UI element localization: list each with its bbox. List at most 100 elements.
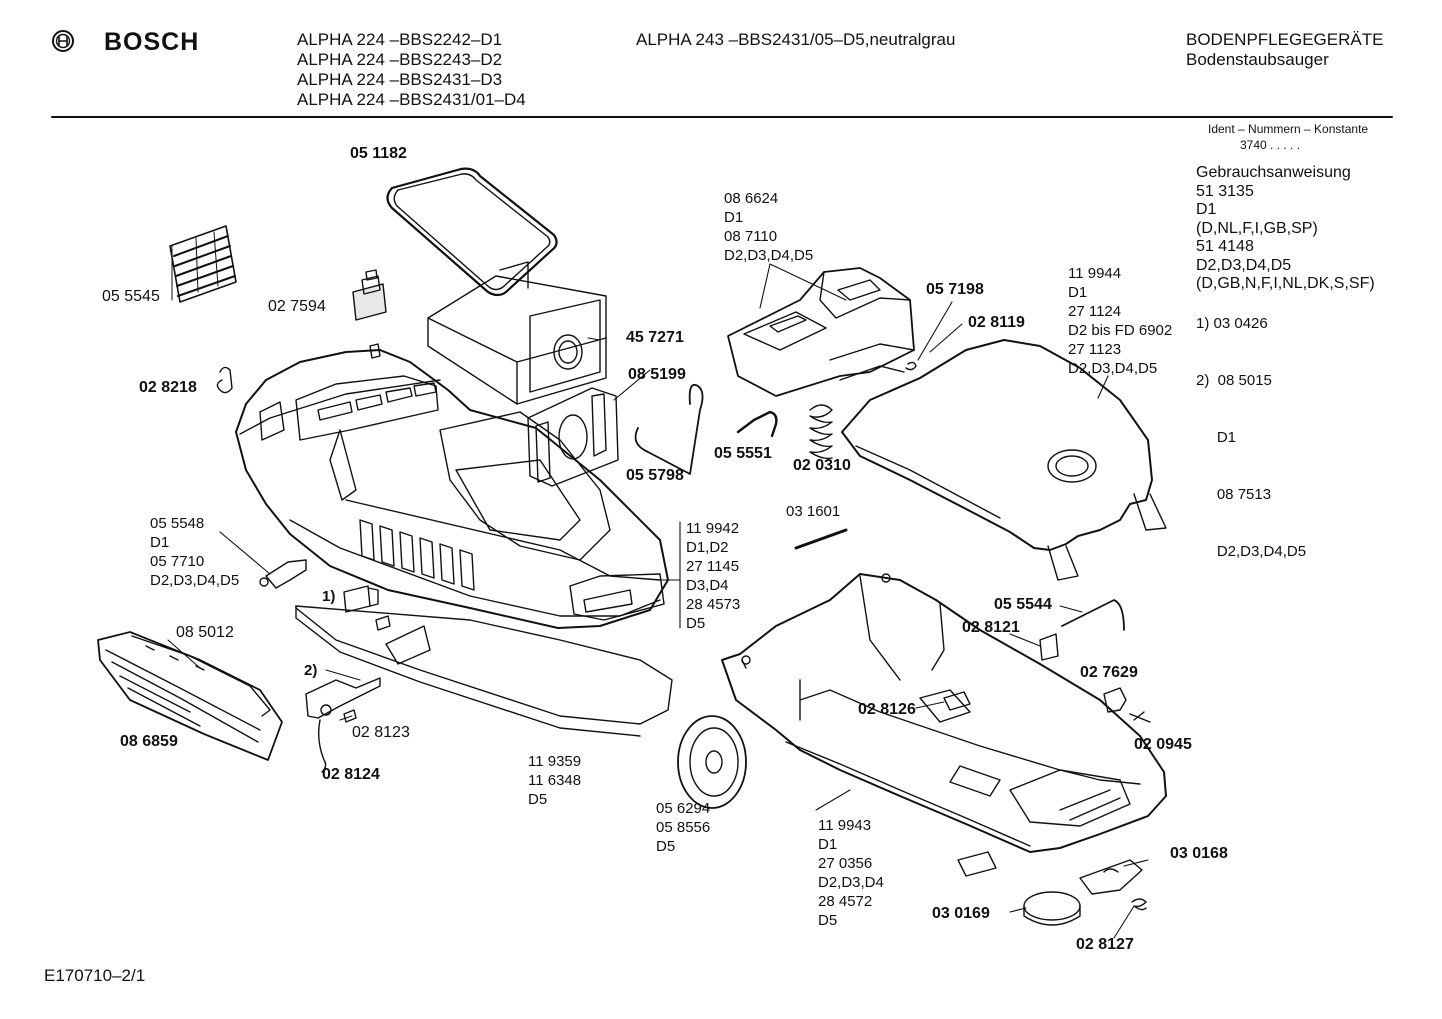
clip-8121-part bbox=[1039, 633, 1059, 661]
part-label: 11 6348 bbox=[528, 772, 582, 789]
category-block: BODENPFLEGEGERÄTE Bodenstaubsauger bbox=[1186, 30, 1383, 70]
clip-5551-part bbox=[736, 410, 778, 438]
part-1-component bbox=[343, 585, 391, 631]
part-label: D1 bbox=[150, 534, 170, 551]
hinge-part bbox=[259, 559, 307, 589]
footnote-line: D2,D3,D4,D5 bbox=[1196, 543, 1307, 560]
part-group-base: 11 9943 D1 27 0356 D2,D3,D4 28 4572 D5 bbox=[818, 816, 884, 930]
model-line: ALPHA 224 –BBS2431/01–D4 bbox=[297, 90, 526, 109]
part-2-bracket bbox=[305, 677, 381, 773]
model-line: ALPHA 224 –BBS2243–D2 bbox=[297, 50, 503, 69]
main-housing-part bbox=[235, 343, 669, 629]
leader-lines bbox=[167, 263, 1149, 939]
category-title: BODENPFLEGEGERÄTE bbox=[1186, 30, 1384, 49]
part-label: D5 bbox=[686, 615, 706, 632]
info-line: 51 4148 bbox=[1196, 238, 1254, 255]
part-label: 02 0310 bbox=[793, 457, 851, 474]
front-panel-part bbox=[97, 631, 283, 761]
base-tray-part bbox=[721, 573, 1167, 853]
part-label: D1 bbox=[724, 209, 744, 226]
info-line: Gebrauchsanweisung bbox=[1196, 164, 1351, 181]
part-label: 02 0945 bbox=[1134, 736, 1192, 753]
part-label: 05 1182 bbox=[350, 145, 407, 162]
clip-8218-part bbox=[216, 366, 233, 394]
part-label: 05 7198 bbox=[926, 281, 984, 298]
drawing-code: E170710–2/1 bbox=[44, 966, 146, 985]
part-label: D2 bis FD 6902 bbox=[1068, 322, 1173, 339]
part-label: D3,D4 bbox=[686, 577, 729, 594]
part-label: 05 5544 bbox=[994, 596, 1052, 613]
bumper-strip-part bbox=[295, 605, 673, 737]
part-label: 11 9944 bbox=[1068, 265, 1122, 282]
part-label: 02 7629 bbox=[1080, 664, 1138, 681]
part-group-body: 11 9942 D1,D2 27 1145 D3,D4 28 4573 D5 bbox=[686, 519, 740, 633]
wheel-part bbox=[677, 715, 747, 809]
part-label: 02 8121 bbox=[962, 619, 1020, 636]
brand-name: BOSCH bbox=[104, 28, 200, 56]
part-label: 05 5545 bbox=[102, 288, 160, 305]
part-label: D2,D3,D4,D5 bbox=[150, 572, 240, 589]
part-label: 08 5199 bbox=[628, 366, 686, 383]
info-line: D1 bbox=[1196, 201, 1217, 218]
part-label: 45 7271 bbox=[626, 329, 684, 346]
footnote-1: 1) 03 0426 bbox=[1196, 315, 1268, 332]
part-label: 02 8119 bbox=[968, 314, 1025, 331]
part-label: 11 9942 bbox=[686, 520, 740, 537]
info-line: D2,D3,D4,D5 bbox=[1196, 256, 1292, 274]
clip-8123-part bbox=[343, 709, 357, 723]
part-label: D2,D3,D4 bbox=[818, 874, 884, 891]
part-label: 02 8124 bbox=[322, 766, 380, 783]
part-label: 05 6294 bbox=[656, 800, 711, 817]
part-label: 08 5012 bbox=[176, 624, 234, 641]
contact-0945-part bbox=[1129, 711, 1151, 723]
part-label: 03 0169 bbox=[932, 905, 990, 922]
spring-part bbox=[809, 404, 833, 460]
part-label: 27 1145 bbox=[686, 558, 740, 575]
model-line: ALPHA 224 –BBS2242–D1 bbox=[297, 30, 503, 49]
part-8126-component bbox=[943, 691, 971, 711]
part-label: 27 1123 bbox=[1068, 341, 1122, 358]
category-subtitle: Bodenstaubsauger bbox=[1186, 50, 1329, 69]
bag-holder-wire-part bbox=[634, 383, 704, 475]
part-label: 28 4572 bbox=[818, 893, 873, 910]
part-label: D2,D3,D4,D5 bbox=[1068, 360, 1158, 377]
part-label: 05 8556 bbox=[656, 819, 711, 836]
model-list-left: ALPHA 224 –BBS2242–D1 ALPHA 224 –BBS2243… bbox=[297, 30, 526, 110]
part-group-wheel: 05 6294 05 8556 D5 bbox=[656, 799, 710, 856]
spring-8127-part bbox=[1131, 898, 1147, 911]
filter-hood-part bbox=[727, 267, 915, 397]
label-plate-part bbox=[957, 851, 997, 877]
footnote-2: 2) 08 5015 D1 08 7513 D2,D3,D4,D5 bbox=[1196, 333, 1306, 580]
part-label: 27 0356 bbox=[818, 855, 873, 872]
info-line: 51 3135 bbox=[1196, 182, 1254, 200]
note-2-marker: 2) bbox=[304, 662, 318, 679]
part-label: 05 5798 bbox=[626, 467, 684, 484]
part-label: D1,D2 bbox=[686, 539, 729, 556]
footnote-line: D1 bbox=[1196, 429, 1237, 446]
ident-value: 3740 . . . . . bbox=[1240, 138, 1301, 152]
note-1-marker: 1) bbox=[322, 588, 336, 605]
top-cover-part bbox=[841, 339, 1167, 581]
bag-holder-plate-part bbox=[527, 387, 619, 487]
latch-0168-part bbox=[1079, 859, 1143, 895]
cap-0169-part bbox=[1023, 891, 1081, 926]
part-group-hood: 08 6624 D1 08 7110 D2,D3,D4,D5 bbox=[724, 189, 813, 265]
part-label: D1 bbox=[1068, 284, 1088, 301]
part-label: D2,D3,D4,D5 bbox=[724, 247, 814, 264]
info-line: (D,NL,F,I,GB,SP) bbox=[1196, 219, 1318, 237]
connector-7629-part bbox=[1103, 687, 1127, 713]
part-label: 03 1601 bbox=[786, 503, 841, 520]
info-line: (D,GB,N,F,I,NL,DK,S,SF) bbox=[1196, 275, 1375, 292]
part-label: 08 6859 bbox=[120, 733, 178, 750]
part-label: 02 8123 bbox=[352, 724, 410, 741]
info-block: Gebrauchsanweisung 51 3135 D1 (D,NL,F,I,… bbox=[1196, 164, 1375, 294]
part-label: 27 1124 bbox=[1068, 303, 1122, 320]
part-label: 02 8127 bbox=[1076, 936, 1134, 953]
model-line: ALPHA 224 –BBS2431–D3 bbox=[297, 70, 503, 89]
bag-frame-part bbox=[386, 167, 558, 297]
part-label: D5 bbox=[528, 791, 548, 808]
part-label: 08 7110 bbox=[724, 228, 778, 245]
part-group-bumper: 11 9359 11 6348 D5 bbox=[528, 752, 581, 809]
part-label: 05 5548 bbox=[150, 515, 205, 532]
part-label: 02 8126 bbox=[858, 701, 916, 718]
